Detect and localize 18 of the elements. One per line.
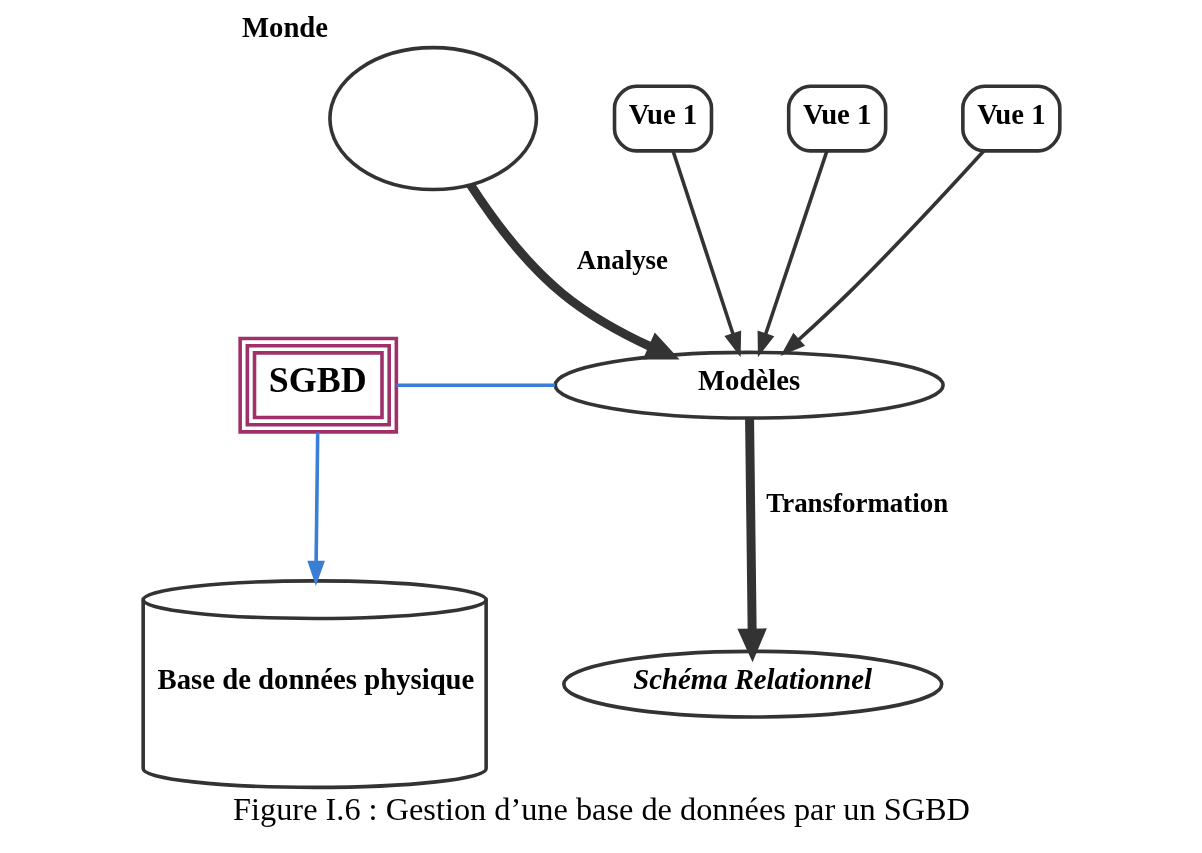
node-ellipse: Modèles — [552, 350, 945, 420]
edge-label: Analyse — [576, 245, 668, 276]
node-box: Vue 1 — [612, 84, 713, 153]
node-ellipse: Schéma Relationnel — [561, 649, 943, 719]
arrow — [757, 150, 829, 358]
caption: Figure I.6 : Gestion d’une base de données par un SGBD — [232, 791, 970, 828]
arrow — [779, 149, 985, 357]
node-label: Monde — [241, 10, 328, 43]
node-box: SGBD — [237, 336, 398, 434]
connector — [396, 383, 555, 387]
node-box: Vue 1 — [960, 84, 1062, 153]
arrow — [306, 432, 325, 586]
arrow — [736, 418, 767, 663]
arrow — [670, 150, 741, 358]
arrow — [466, 182, 680, 360]
edge-label: Transformation — [765, 487, 948, 518]
node-circle — [327, 45, 538, 192]
node-box: Vue 1 — [786, 84, 887, 153]
